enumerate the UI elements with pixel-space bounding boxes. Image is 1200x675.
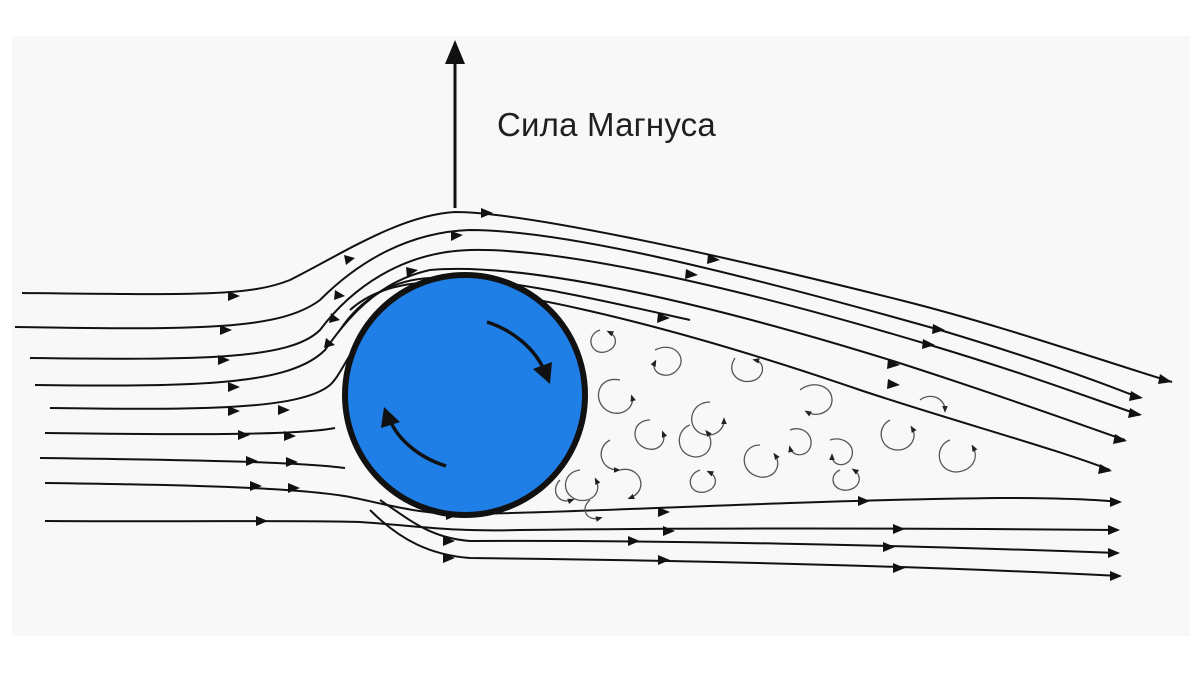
wake-eddy: [650, 346, 682, 376]
streamline-3: [29, 248, 1141, 416]
wake-eddy: [880, 419, 917, 451]
wake-eddy: [634, 419, 668, 450]
streamline-9: [44, 520, 1119, 532]
magnus-force-arrow: [445, 40, 465, 208]
wake-eddy: [555, 479, 575, 505]
wake-eddy: [731, 357, 764, 383]
streamline-11: [369, 509, 1121, 577]
wake-eddy: [938, 439, 978, 473]
wake-eddy: [691, 401, 727, 436]
streamline-10: [379, 499, 1119, 554]
rotation-arrowhead-top: [533, 362, 552, 384]
wake-eddy: [619, 468, 642, 500]
wake-eddy: [799, 384, 833, 417]
streamline-1: [21, 210, 1173, 383]
streamline-2: [14, 228, 1141, 399]
wake-eddy: [584, 499, 603, 522]
magnus-force-label: Сила Магнуса: [497, 106, 716, 143]
wake-eddy: [832, 468, 860, 491]
streamline-4: [34, 267, 1126, 441]
rotation-arrow-bottom: [388, 419, 447, 468]
streamline-8: [44, 482, 1121, 516]
wake-eddy: [743, 444, 780, 478]
rotation-arrow-top: [486, 320, 547, 373]
diagram-background: [12, 36, 1190, 636]
streamline-7: [39, 457, 346, 469]
wake-eddy: [600, 439, 621, 473]
turbulent-wake: [555, 329, 978, 522]
streamlines: [14, 210, 1173, 577]
streamline-arrowheads: [218, 208, 1172, 581]
wake-eddy: [590, 329, 616, 353]
wake-eddy: [564, 469, 601, 502]
rotation-arrowhead-bottom: [381, 407, 400, 428]
wake-eddy: [788, 428, 812, 456]
wake-eddy: [829, 438, 854, 466]
wake-eddy: [919, 395, 948, 413]
streamline-6: [44, 427, 336, 436]
wake-eddy: [689, 469, 716, 493]
wake-eddy: [597, 378, 636, 414]
spinning-cylinder: [342, 272, 588, 518]
wake-eddy: [678, 424, 712, 458]
